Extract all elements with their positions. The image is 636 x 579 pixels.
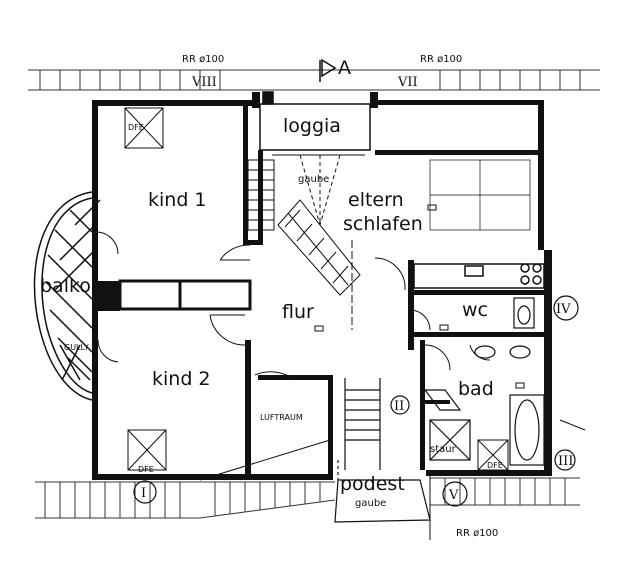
bed-area	[429, 159, 531, 231]
roman-i: I	[141, 486, 146, 501]
room-label-gaube-stair: gaube	[298, 174, 329, 185]
room-label-schlafen: schlafen	[343, 213, 423, 235]
roof-edge-bottom	[35, 477, 580, 519]
room-label-podest: podest	[340, 473, 405, 495]
dfe-label-top: DFE	[128, 123, 144, 132]
rr-label-left: RR ø100	[182, 54, 224, 65]
room-label-luftraum: LUFTRAUM	[260, 413, 303, 422]
roman-vii: VII	[397, 75, 418, 90]
kitchen-counter	[413, 263, 545, 289]
roman-iv: IV	[556, 302, 571, 317]
roof-edge-top	[28, 69, 600, 91]
room-label-kind2: kind 2	[152, 368, 211, 390]
outlet-marks	[314, 204, 525, 389]
roman-ii: II	[394, 399, 404, 414]
room-label-gaube-podest: gaube	[355, 498, 386, 509]
roman-markers	[133, 295, 579, 507]
room-label-loggia: loggia	[283, 115, 341, 137]
room-label-kind1: kind 1	[148, 189, 207, 211]
staircase	[247, 154, 365, 330]
roman-v: V	[448, 488, 459, 503]
room-label-staur: staur	[430, 444, 457, 455]
skylights	[124, 107, 509, 471]
sanitary-fixtures	[423, 297, 545, 466]
interior-walls	[98, 100, 548, 480]
podest-area	[334, 378, 431, 523]
room-label-balkon: balkon	[40, 275, 103, 297]
room-label-bad: bad	[458, 378, 494, 400]
room-label-flur: flur	[282, 301, 314, 323]
room-label-gully: GULLY	[64, 343, 89, 352]
roman-viii: VIII	[191, 75, 217, 90]
room-label-wc: wc	[462, 299, 488, 321]
dfe-label-kind2: DFE	[138, 465, 154, 474]
roman-iii: III	[558, 454, 573, 469]
rr-label-right: RR ø100	[420, 54, 462, 65]
exterior-walls	[92, 92, 552, 480]
loggia-area	[259, 58, 371, 151]
section-mark-a: A	[338, 57, 351, 79]
rr-label-bottom: RR ø100	[456, 528, 498, 539]
room-label-eltern: eltern	[348, 189, 404, 211]
roof-lines	[199, 419, 586, 540]
balkon-area	[33, 191, 101, 401]
dfe-label-bad: DFE	[487, 461, 503, 470]
